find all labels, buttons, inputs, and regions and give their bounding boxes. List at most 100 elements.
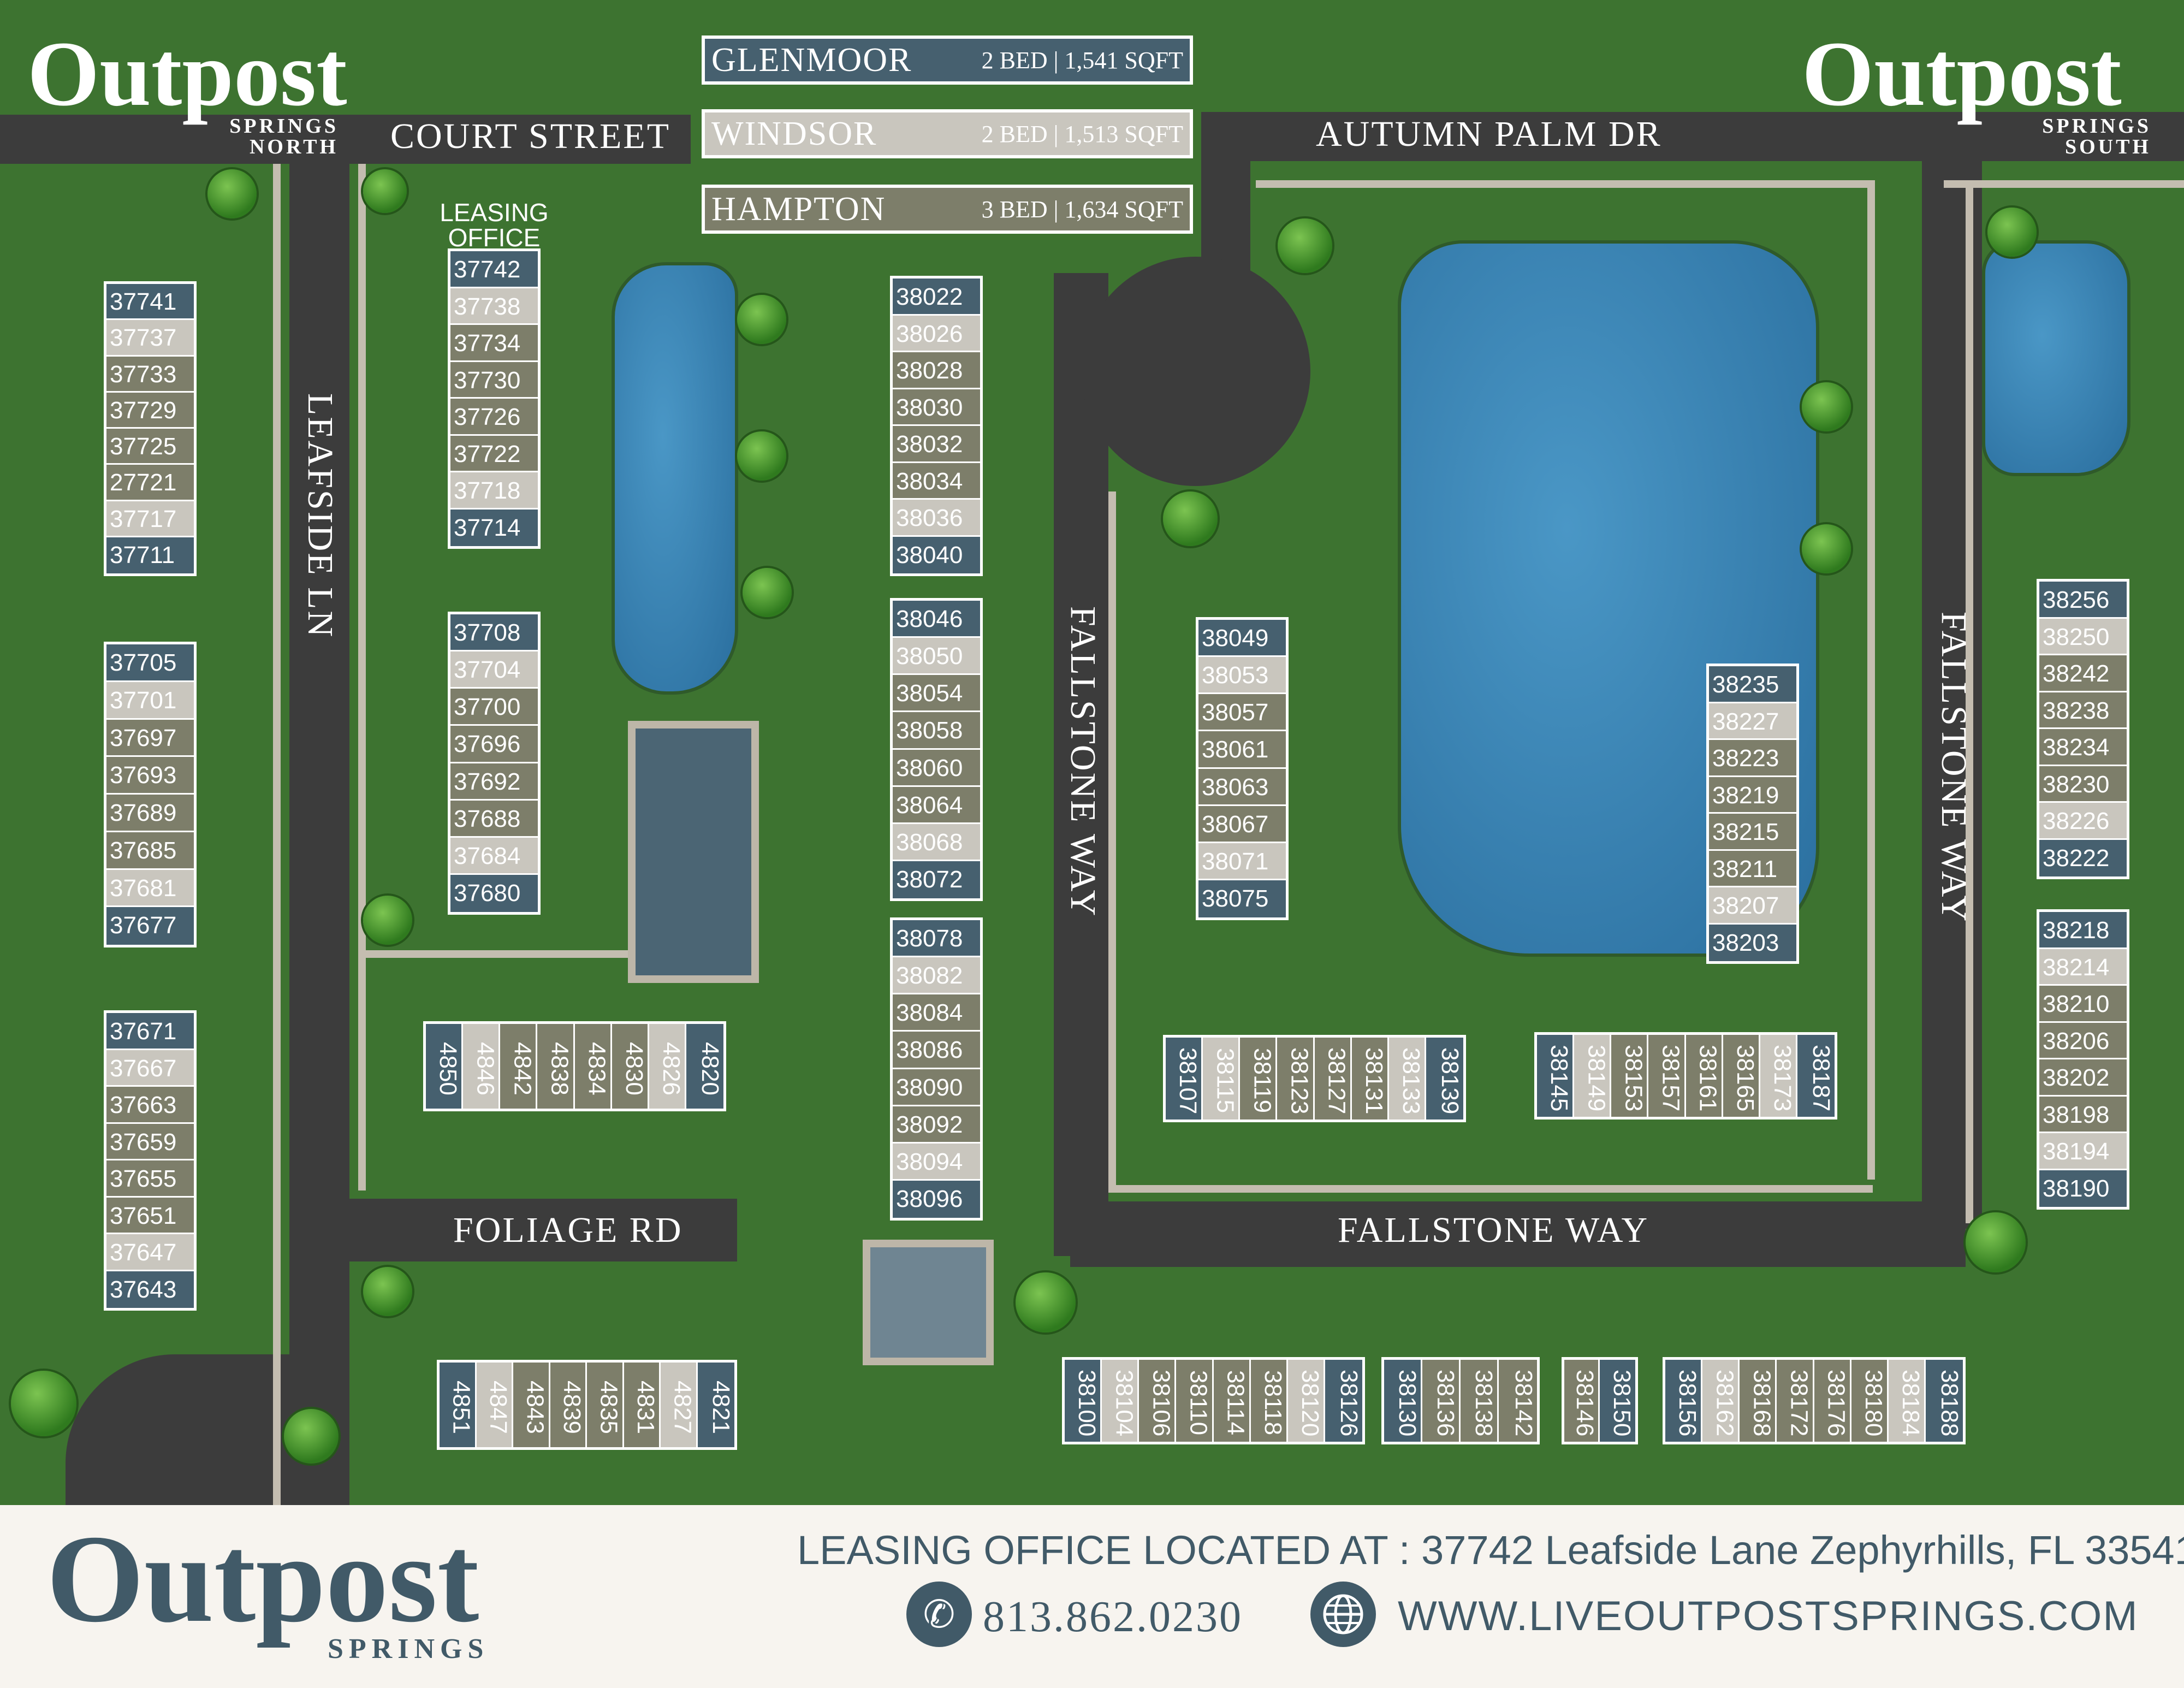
unit-38138[interactable]: 38138 bbox=[1461, 1360, 1499, 1442]
unit-38092[interactable]: 38092 bbox=[893, 1106, 980, 1144]
unit-38026[interactable]: 38026 bbox=[893, 315, 980, 352]
unit-38256[interactable]: 38256 bbox=[2039, 582, 2127, 619]
unit-38226[interactable]: 38226 bbox=[2039, 803, 2127, 840]
unit-38057[interactable]: 38057 bbox=[1198, 694, 1286, 732]
unit-38090[interactable]: 38090 bbox=[893, 1069, 980, 1106]
unit-38094[interactable]: 38094 bbox=[893, 1143, 980, 1181]
unit-38126[interactable]: 38126 bbox=[1325, 1360, 1362, 1442]
unit-38030[interactable]: 38030 bbox=[893, 389, 980, 426]
unit-4834[interactable]: 4834 bbox=[574, 1024, 612, 1109]
unit-37647[interactable]: 37647 bbox=[106, 1234, 194, 1271]
unit-37722[interactable]: 37722 bbox=[450, 435, 538, 472]
phone-number[interactable]: 813.862.0230 bbox=[983, 1593, 1243, 1641]
unit-37734[interactable]: 37734 bbox=[450, 325, 538, 362]
unit-38086[interactable]: 38086 bbox=[893, 1032, 980, 1069]
unit-4830[interactable]: 4830 bbox=[612, 1024, 649, 1109]
unit-38136[interactable]: 38136 bbox=[1422, 1360, 1461, 1442]
unit-38219[interactable]: 38219 bbox=[1709, 777, 1796, 814]
unit-38150[interactable]: 38150 bbox=[1600, 1360, 1635, 1442]
unit-38156[interactable]: 38156 bbox=[1665, 1360, 1703, 1442]
unit-37696[interactable]: 37696 bbox=[450, 726, 538, 763]
unit-38146[interactable]: 38146 bbox=[1564, 1360, 1600, 1442]
unit-38172[interactable]: 38172 bbox=[1777, 1360, 1814, 1442]
unit-4846[interactable]: 4846 bbox=[463, 1024, 501, 1109]
unit-38210[interactable]: 38210 bbox=[2039, 986, 2127, 1023]
unit-38161[interactable]: 38161 bbox=[1686, 1035, 1723, 1117]
unit-38067[interactable]: 38067 bbox=[1198, 805, 1286, 843]
unit-38176[interactable]: 38176 bbox=[1814, 1360, 1851, 1442]
unit-37667[interactable]: 37667 bbox=[106, 1050, 194, 1087]
unit-38235[interactable]: 38235 bbox=[1709, 666, 1796, 703]
unit-38145[interactable]: 38145 bbox=[1537, 1035, 1575, 1117]
unit-38072[interactable]: 38072 bbox=[893, 861, 980, 898]
unit-38230[interactable]: 38230 bbox=[2039, 766, 2127, 803]
unit-38053[interactable]: 38053 bbox=[1198, 657, 1286, 695]
unit-37663[interactable]: 37663 bbox=[106, 1087, 194, 1124]
unit-38036[interactable]: 38036 bbox=[893, 500, 980, 537]
unit-4821[interactable]: 4821 bbox=[697, 1363, 734, 1447]
unit-37693[interactable]: 37693 bbox=[106, 757, 194, 795]
unit-37677[interactable]: 37677 bbox=[106, 907, 194, 945]
unit-38123[interactable]: 38123 bbox=[1277, 1038, 1315, 1120]
unit-37714[interactable]: 37714 bbox=[450, 509, 538, 546]
unit-38242[interactable]: 38242 bbox=[2039, 655, 2127, 692]
unit-38050[interactable]: 38050 bbox=[893, 638, 980, 676]
unit-38139[interactable]: 38139 bbox=[1426, 1038, 1463, 1120]
unit-38133[interactable]: 38133 bbox=[1388, 1038, 1426, 1120]
unit-38130[interactable]: 38130 bbox=[1384, 1360, 1422, 1442]
unit-38211[interactable]: 38211 bbox=[1709, 850, 1796, 887]
unit-37655[interactable]: 37655 bbox=[106, 1160, 194, 1198]
unit-37697[interactable]: 37697 bbox=[106, 719, 194, 757]
unit-38238[interactable]: 38238 bbox=[2039, 692, 2127, 729]
unit-38190[interactable]: 38190 bbox=[2039, 1170, 2127, 1207]
unit-38106[interactable]: 38106 bbox=[1139, 1360, 1177, 1442]
unit-38222[interactable]: 38222 bbox=[2039, 839, 2127, 876]
unit-38061[interactable]: 38061 bbox=[1198, 731, 1286, 769]
unit-38046[interactable]: 38046 bbox=[893, 601, 980, 638]
unit-37711[interactable]: 37711 bbox=[106, 537, 194, 573]
unit-38142[interactable]: 38142 bbox=[1499, 1360, 1537, 1442]
unit-38227[interactable]: 38227 bbox=[1709, 703, 1796, 740]
unit-38119[interactable]: 38119 bbox=[1240, 1038, 1278, 1120]
unit-38180[interactable]: 38180 bbox=[1851, 1360, 1889, 1442]
unit-37708[interactable]: 37708 bbox=[450, 614, 538, 652]
unit-38157[interactable]: 38157 bbox=[1648, 1035, 1686, 1117]
unit-38214[interactable]: 38214 bbox=[2039, 949, 2127, 986]
unit-38194[interactable]: 38194 bbox=[2039, 1133, 2127, 1170]
unit-38058[interactable]: 38058 bbox=[893, 712, 980, 750]
unit-4842[interactable]: 4842 bbox=[500, 1024, 538, 1109]
unit-37733[interactable]: 37733 bbox=[106, 356, 194, 393]
unit-38184[interactable]: 38184 bbox=[1888, 1360, 1926, 1442]
unit-37651[interactable]: 37651 bbox=[106, 1197, 194, 1234]
unit-38104[interactable]: 38104 bbox=[1102, 1360, 1140, 1442]
unit-37659[interactable]: 37659 bbox=[106, 1123, 194, 1160]
unit-4850[interactable]: 4850 bbox=[426, 1024, 464, 1109]
unit-37726[interactable]: 37726 bbox=[450, 399, 538, 436]
unit-38082[interactable]: 38082 bbox=[893, 957, 980, 995]
unit-38063[interactable]: 38063 bbox=[1198, 768, 1286, 806]
unit-38202[interactable]: 38202 bbox=[2039, 1059, 2127, 1097]
unit-38096[interactable]: 38096 bbox=[893, 1180, 980, 1218]
unit-38114[interactable]: 38114 bbox=[1213, 1360, 1251, 1442]
unit-37681[interactable]: 37681 bbox=[106, 869, 194, 908]
unit-38218[interactable]: 38218 bbox=[2039, 912, 2127, 949]
unit-37705[interactable]: 37705 bbox=[106, 644, 194, 682]
unit-38115[interactable]: 38115 bbox=[1203, 1038, 1241, 1120]
unit-37692[interactable]: 37692 bbox=[450, 763, 538, 801]
unit-4820[interactable]: 4820 bbox=[686, 1024, 723, 1109]
unit-38068[interactable]: 38068 bbox=[893, 824, 980, 861]
unit-38028[interactable]: 38028 bbox=[893, 352, 980, 389]
unit-38250[interactable]: 38250 bbox=[2039, 618, 2127, 655]
unit-4838[interactable]: 4838 bbox=[537, 1024, 575, 1109]
unit-38198[interactable]: 38198 bbox=[2039, 1096, 2127, 1133]
unit-37701[interactable]: 37701 bbox=[106, 682, 194, 720]
unit-4847[interactable]: 4847 bbox=[476, 1363, 513, 1447]
unit-38165[interactable]: 38165 bbox=[1723, 1035, 1760, 1117]
unit-38188[interactable]: 38188 bbox=[1925, 1360, 1963, 1442]
unit-4831[interactable]: 4831 bbox=[624, 1363, 661, 1447]
unit-37643[interactable]: 37643 bbox=[106, 1271, 194, 1308]
unit-38110[interactable]: 38110 bbox=[1176, 1360, 1214, 1442]
unit-37689[interactable]: 37689 bbox=[106, 795, 194, 832]
unit-38084[interactable]: 38084 bbox=[893, 994, 980, 1032]
globe-icon[interactable] bbox=[1310, 1582, 1376, 1647]
